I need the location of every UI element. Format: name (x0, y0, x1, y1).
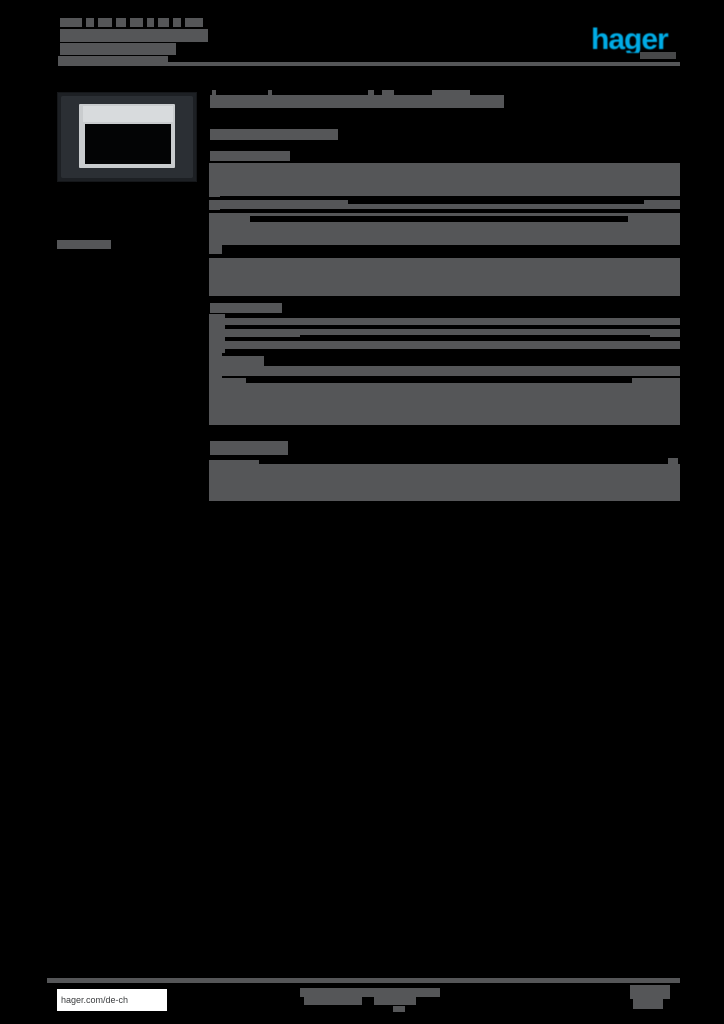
section-1-panel-2 (209, 258, 680, 296)
footer-page-number (630, 985, 670, 999)
section-2-row-gap-4 (225, 349, 680, 353)
section-1-panel (209, 163, 680, 245)
section-2-row-gap-1 (225, 314, 680, 318)
main-subheading (210, 129, 338, 140)
section-1-bullet-2 (209, 204, 220, 210)
product-window-cutout (85, 124, 171, 164)
footer-center-line-3 (374, 997, 416, 1005)
section-1-bullet-3 (209, 245, 222, 254)
header-rule (58, 62, 680, 66)
title-word-6 (147, 18, 154, 27)
section-3-panel (209, 464, 680, 501)
product-frame-outer (61, 96, 193, 178)
footer-center-line-1 (300, 988, 440, 997)
product-image (57, 92, 197, 182)
section-1-value-gap-3 (280, 253, 664, 258)
section-2-value-gap-2 (264, 356, 680, 366)
footer-page-meta (633, 999, 663, 1009)
section-2-row-gap-2 (225, 325, 680, 329)
section-2-bullet-6 (209, 378, 222, 385)
title-word-3 (98, 18, 112, 27)
main-heading-ascender-2 (268, 90, 272, 96)
hager-logo-tagline (640, 52, 676, 59)
section-1-row-gap-2 (209, 209, 680, 213)
section-2-panel (209, 314, 680, 353)
main-heading-ascender-4 (382, 90, 394, 96)
section-2-value-gap-3 (246, 376, 632, 383)
footer-url[interactable]: hager.com/de-ch (57, 989, 167, 1011)
title-word-4 (116, 18, 126, 27)
main-heading-ascender-3 (368, 90, 374, 96)
title-word-1 (60, 18, 82, 27)
section-1-value-gap-1 (348, 199, 644, 204)
title-word-7 (158, 18, 169, 27)
main-heading-ascender-5 (432, 90, 470, 96)
header-rule-segment (58, 56, 168, 63)
hager-logo: hager (591, 27, 669, 53)
footer-rule (47, 978, 680, 983)
section-3-title (210, 441, 288, 455)
section-2-bullet-5 (209, 371, 222, 378)
footer-center-line-4 (393, 1006, 405, 1012)
product-plate-highlight (83, 106, 173, 122)
section-1-value-gap-2 (250, 216, 628, 222)
title-word-5 (130, 18, 143, 27)
section-2-value-gap-1 (300, 335, 650, 341)
title-word-2 (86, 18, 94, 27)
main-heading (210, 95, 504, 108)
section-2-bullet-3 (209, 338, 222, 345)
section-3-subtitle (209, 460, 259, 465)
section-1-title (210, 151, 290, 161)
main-heading-ascender-1 (212, 90, 216, 96)
section-2-title (210, 303, 282, 313)
product-reference-caption (57, 240, 111, 249)
section-2-bullet-2 (209, 326, 222, 333)
section-1-row-gap-3 (209, 245, 680, 250)
section-1-row-gap-1 (209, 196, 680, 200)
title-line-2 (60, 43, 176, 55)
section-2-bullet-1 (209, 314, 222, 321)
section-2-panel-3 (209, 378, 680, 425)
title-line-1 (60, 29, 208, 42)
title-word-8 (173, 18, 181, 27)
title-word-9 (185, 18, 203, 27)
section-2-bullet-4 (209, 349, 222, 356)
footer-center-line-2 (304, 997, 362, 1005)
section-1-bullet-1 (209, 190, 220, 197)
section-3-corner-mark (668, 458, 678, 466)
